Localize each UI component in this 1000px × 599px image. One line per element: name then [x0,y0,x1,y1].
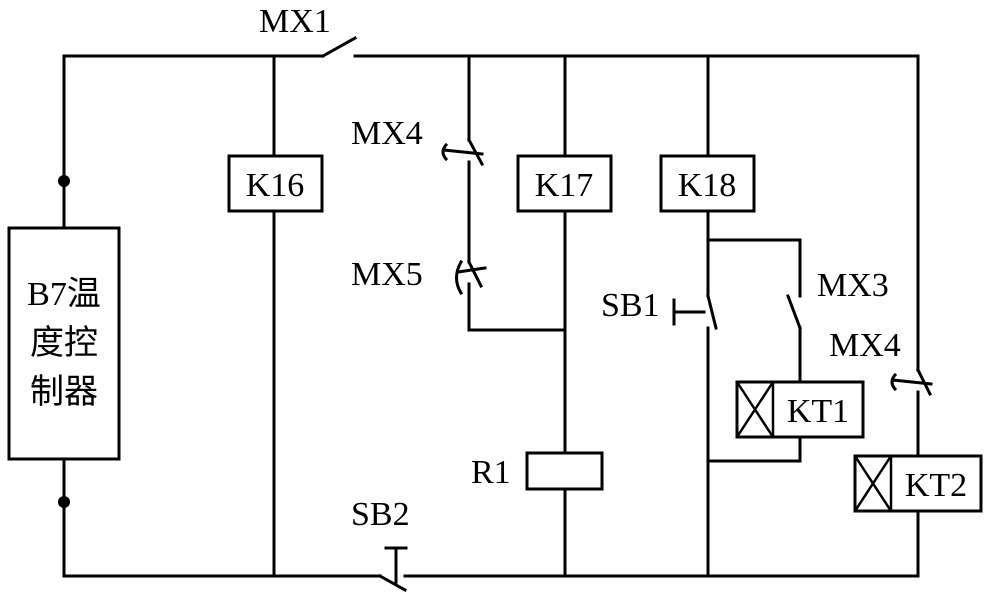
switch-mx3: MX3 [786,267,889,330]
switch-mx4-top: MX4 [351,115,485,167]
timer-kt2: KT2 [853,454,983,513]
timer-kt1-label: KT1 [787,393,849,430]
temperature-controller-box [7,226,121,461]
resistor-r1-label: R1 [471,454,511,491]
relay-k17-box [516,154,613,213]
controller-label-line3: 制器 [30,374,98,411]
controller-label-line1: B7温 [27,276,101,313]
timer-kt2-label: KT2 [905,467,967,504]
relay-k16-label: K16 [246,167,305,204]
relay-k16-box [227,154,324,213]
switch-mx4-top-label: MX4 [351,115,423,152]
switch-mx4-right: MX4 [829,327,933,397]
switch-mx1-label: MX1 [259,3,331,40]
switch-mx1: MX1 [259,3,358,59]
switch-sb2-label: SB2 [351,496,410,533]
relay-k17-label: K17 [535,167,594,204]
switch-mx4-right-label: MX4 [829,327,901,364]
switch-mx3-label: MX3 [817,267,889,304]
wires [62,54,920,578]
junction-dot-lower [58,496,70,508]
switch-sb1: SB1 [601,287,718,330]
switch-mx5-label: MX5 [351,256,423,293]
switch-sb2: SB2 [351,496,410,593]
relay-k18-box [659,154,756,213]
resistor-r1 [525,451,604,491]
switch-mx5: MX5 [351,256,487,296]
switch-sb1-label: SB1 [601,287,660,324]
timer-kt1: KT1 [735,380,865,439]
relay-k18-label: K18 [678,167,737,204]
controller-label-line2: 度控 [30,324,98,362]
junction-dot-upper [58,175,70,187]
